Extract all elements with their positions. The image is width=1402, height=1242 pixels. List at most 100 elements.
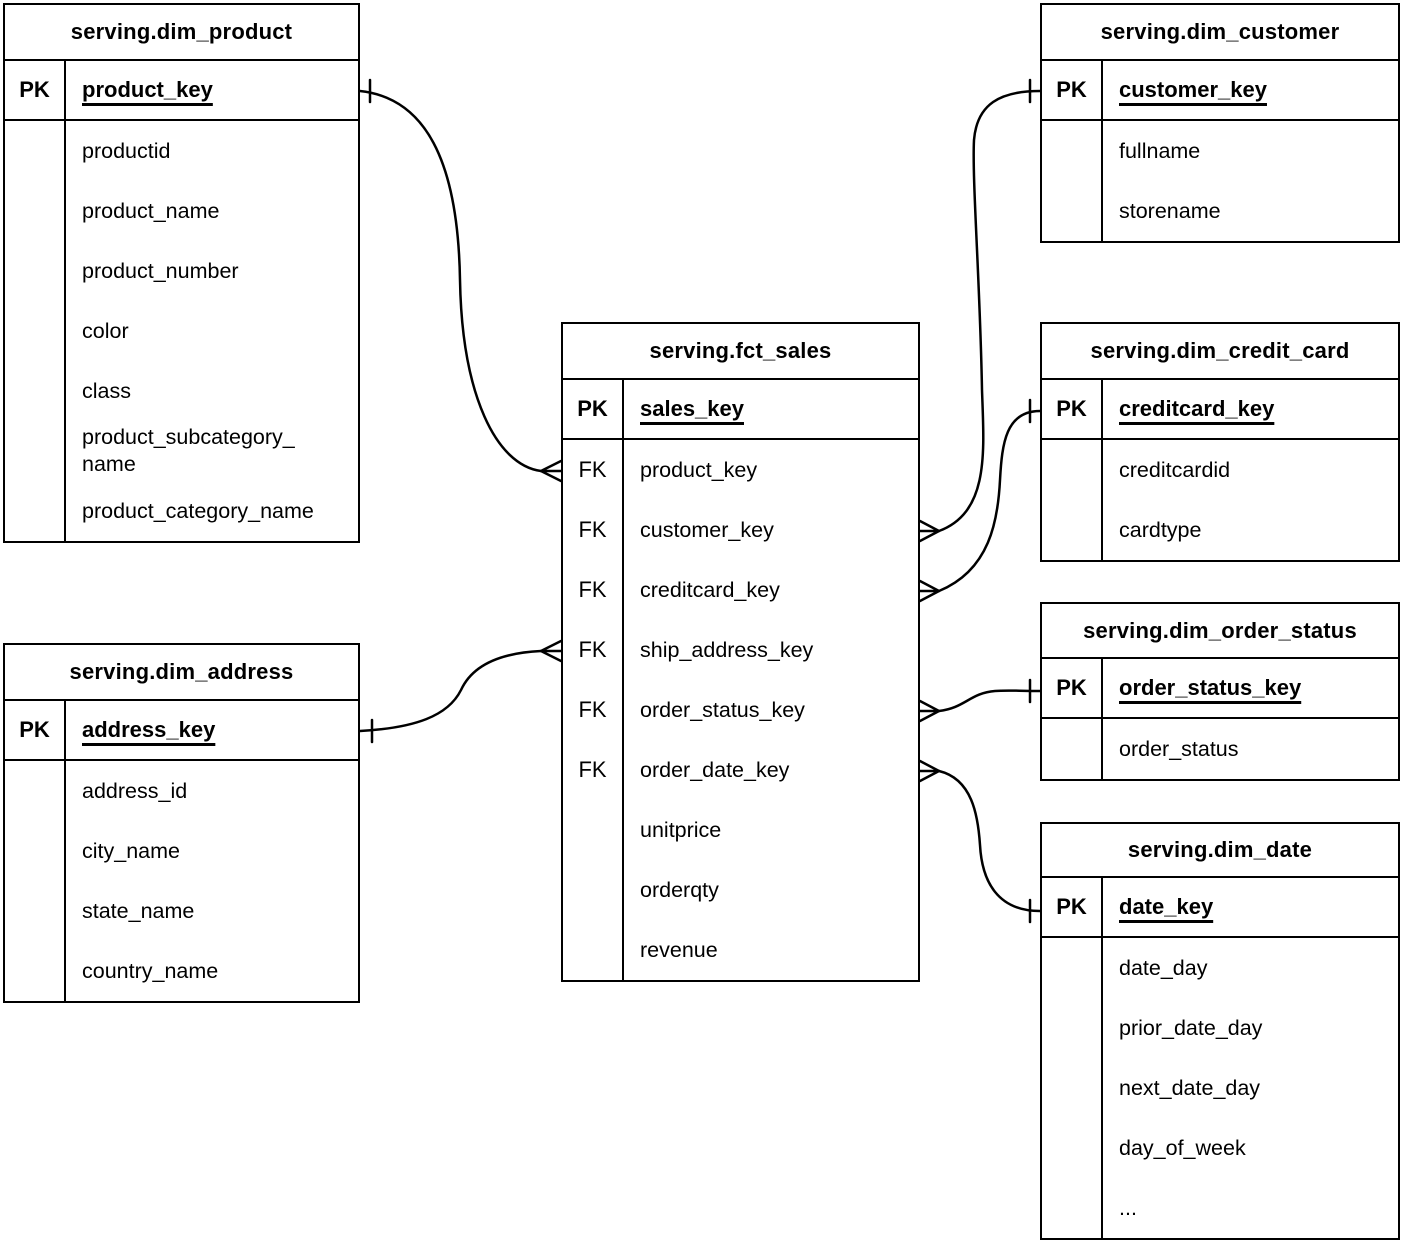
field-name: city_name: [64, 821, 358, 881]
field-row: product_number: [5, 241, 358, 301]
field-name: product_category_name: [64, 481, 358, 541]
relationship-line: [937, 689, 1042, 713]
pk-label: PK: [1056, 675, 1087, 700]
table-title: serving.dim_order_status: [1042, 604, 1398, 659]
field-row: address_id: [5, 761, 358, 821]
field-name: storename: [1101, 181, 1398, 241]
fk-label: FK: [578, 637, 607, 662]
pk-row: PK creditcard_key: [1042, 380, 1398, 440]
field-list: productid product_name product_number co…: [5, 121, 358, 541]
table-dim-address: serving.dim_address PK address_key addre…: [3, 643, 360, 1003]
field-name: order_status: [1101, 719, 1398, 779]
relationship-order-date-key: [918, 759, 1042, 924]
field-name: product_name: [64, 181, 358, 241]
fk-label: FK: [578, 577, 607, 602]
field-name: product_number: [64, 241, 358, 301]
relationship-product-key: [358, 78, 563, 483]
field-name: address_id: [64, 761, 358, 821]
pk-field-name: order_status_key: [1101, 659, 1398, 717]
pk-label: PK: [1056, 77, 1087, 102]
relationship-line: [937, 769, 1042, 913]
field-name: cardtype: [1101, 500, 1398, 560]
field-list: fullname storename: [1042, 121, 1398, 241]
field-name: next_date_day: [1101, 1058, 1398, 1118]
table-title: serving.dim_customer: [1042, 5, 1398, 61]
field-row: order_status: [1042, 719, 1398, 779]
relationship-line: [937, 89, 1042, 533]
field-name: product_key: [622, 440, 918, 500]
field-list: date_day prior_date_day next_date_day da…: [1042, 938, 1398, 1238]
relationship-line: [358, 649, 543, 733]
table-dim-customer: serving.dim_customer PK customer_key ful…: [1040, 3, 1400, 243]
fk-label: FK: [578, 757, 607, 782]
pk-field-name: creditcard_key: [1101, 380, 1398, 438]
crow-foot-many-icon: [918, 579, 941, 603]
field-name: date_day: [1101, 938, 1398, 998]
measure-field-row: orderqty: [563, 860, 918, 920]
field-row: class: [5, 361, 358, 421]
crow-foot-many-icon: [539, 459, 563, 483]
pk-row: PK sales_key: [563, 380, 918, 440]
field-list: creditcardid cardtype: [1042, 440, 1398, 560]
field-name: day_of_week: [1101, 1118, 1398, 1178]
field-name: productid: [64, 121, 358, 181]
table-title: serving.dim_address: [5, 645, 358, 701]
field-row: day_of_week: [1042, 1118, 1398, 1178]
field-row: country_name: [5, 941, 358, 1001]
relationship-customer-key: [918, 78, 1042, 543]
field-row: city_name: [5, 821, 358, 881]
fk-field-row: FK order_status_key: [563, 680, 918, 740]
field-row: storename: [1042, 181, 1398, 241]
field-row: next_date_day: [1042, 1058, 1398, 1118]
relationship-order-status-key: [918, 678, 1042, 723]
field-name: prior_date_day: [1101, 998, 1398, 1058]
pk-field-name: address_key: [64, 701, 358, 759]
field-row: color: [5, 301, 358, 361]
field-name: class: [64, 361, 358, 421]
field-row: state_name: [5, 881, 358, 941]
field-name: order_status_key: [622, 680, 918, 740]
field-list: address_id city_name state_name country_…: [5, 761, 358, 1001]
crow-foot-many-icon: [539, 639, 563, 663]
field-row: product_name: [5, 181, 358, 241]
field-row: date_day: [1042, 938, 1398, 998]
relationship-line: [937, 409, 1042, 593]
field-name: state_name: [64, 881, 358, 941]
field-name: revenue: [622, 920, 918, 980]
field-name: creditcardid: [1101, 440, 1398, 500]
table-title: serving.fct_sales: [563, 324, 918, 380]
field-name: creditcard_key: [622, 560, 918, 620]
fk-label: FK: [578, 457, 607, 482]
fk-field-row: FK order_date_key: [563, 740, 918, 800]
pk-row: PK customer_key: [1042, 61, 1398, 121]
fk-field-row: FK creditcard_key: [563, 560, 918, 620]
pk-label: PK: [1056, 894, 1087, 919]
field-row: product_subcategory_ name: [5, 421, 358, 481]
relationship-ship-address-key: [358, 639, 563, 744]
table-dim-date: serving.dim_date PK date_key date_day pr…: [1040, 822, 1400, 1240]
field-row: ...: [1042, 1178, 1398, 1238]
field-name: fullname: [1101, 121, 1398, 181]
fk-field-row: FK product_key: [563, 440, 918, 500]
fk-label: FK: [578, 697, 607, 722]
measure-field-row: revenue: [563, 920, 918, 980]
pk-label: PK: [577, 396, 608, 421]
field-row: fullname: [1042, 121, 1398, 181]
crow-foot-many-icon: [918, 759, 941, 783]
pk-label: PK: [1056, 396, 1087, 421]
pk-row: PK address_key: [5, 701, 358, 761]
relationship-creditcard-key: [918, 398, 1042, 603]
pk-row: PK product_key: [5, 61, 358, 121]
table-title: serving.dim_date: [1042, 824, 1398, 878]
field-name: country_name: [64, 941, 358, 1001]
field-name: color: [64, 301, 358, 361]
field-row: product_category_name: [5, 481, 358, 541]
field-name: unitprice: [622, 800, 918, 860]
pk-field-name: sales_key: [622, 380, 918, 438]
field-name: order_date_key: [622, 740, 918, 800]
table-title: serving.dim_credit_card: [1042, 324, 1398, 380]
